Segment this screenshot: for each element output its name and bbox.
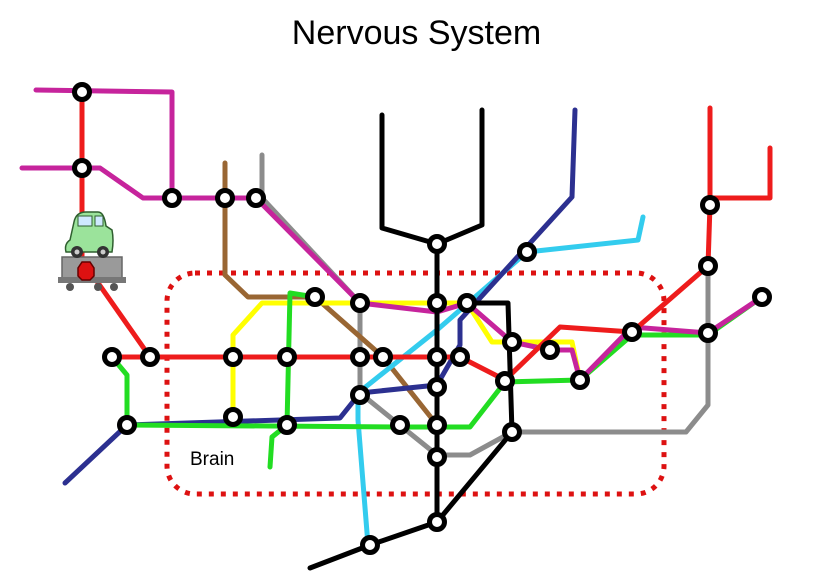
magenta-line-top [33,87,175,201]
station[interactable] [72,82,92,102]
station[interactable] [72,158,92,178]
black-line-right-branch [434,107,485,247]
station[interactable] [427,512,447,532]
black-line-loop [307,300,515,571]
green-line [267,290,318,470]
station[interactable] [502,332,522,352]
station[interactable] [427,447,447,467]
station[interactable] [540,340,560,360]
green-line-2 [109,294,765,430]
station[interactable] [427,293,447,313]
station[interactable] [495,371,515,391]
brown-line [222,160,440,525]
station[interactable] [223,347,243,367]
station[interactable] [305,287,325,307]
station[interactable] [102,347,122,367]
red-line-branch [707,145,773,201]
station[interactable] [140,347,160,367]
toy-train-icon [58,256,126,291]
station[interactable] [698,323,718,343]
station[interactable] [373,347,393,367]
station[interactable] [517,242,537,262]
station[interactable] [277,347,297,367]
station[interactable] [450,347,470,367]
station[interactable] [570,370,590,390]
station[interactable] [246,188,266,208]
station[interactable] [162,188,182,208]
station[interactable] [427,415,447,435]
station[interactable] [457,293,477,313]
car-icon [64,211,114,258]
magenta-line [19,165,765,383]
station[interactable] [700,195,720,215]
station[interactable] [350,347,370,367]
station[interactable] [427,377,447,397]
station[interactable] [622,322,642,342]
station[interactable] [390,415,410,435]
stations [72,82,772,555]
station[interactable] [427,347,447,367]
station[interactable] [752,287,772,307]
brain-region-label: Brain [190,449,235,470]
diagram-title: Nervous System [291,14,542,52]
station[interactable] [350,385,370,405]
station[interactable] [502,422,522,442]
station[interactable] [360,535,380,555]
black-line-left-branch [379,112,440,247]
brain-region-outline [164,270,667,497]
station[interactable] [698,256,718,276]
station[interactable] [277,415,297,435]
station[interactable] [427,234,447,254]
station[interactable] [223,407,243,427]
station[interactable] [215,188,235,208]
station[interactable] [350,293,370,313]
station[interactable] [117,415,137,435]
